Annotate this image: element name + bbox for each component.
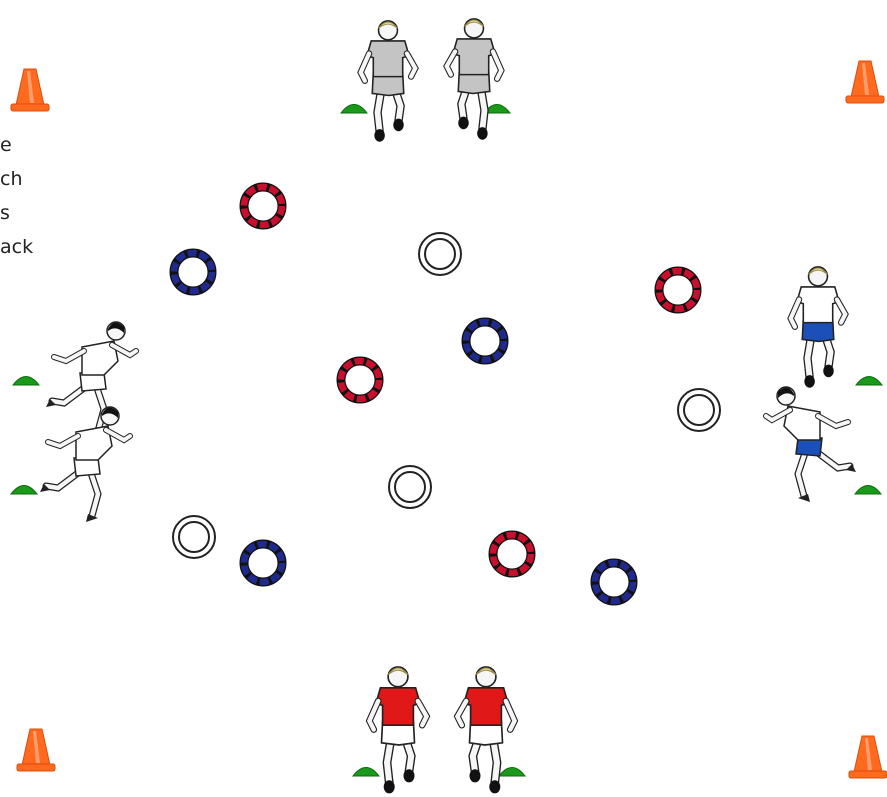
ring-white-icon	[419, 233, 461, 275]
marker-disc-icon	[855, 486, 881, 495]
marker-disc-icon	[499, 768, 525, 777]
traffic-cone-icon	[846, 61, 884, 103]
cones-layer	[11, 61, 887, 778]
marker-disc-icon	[341, 105, 367, 114]
player-team-white-left-1	[46, 322, 136, 437]
player-team-grey-top-2	[447, 19, 502, 140]
ring-red-icon	[493, 535, 531, 573]
marker-disc-icon	[13, 377, 39, 386]
ring-white-icon	[173, 516, 215, 558]
ring-white-icon	[678, 389, 720, 431]
marker-disc-icon	[856, 377, 882, 386]
traffic-cone-icon	[17, 729, 55, 771]
marker-disc-icon	[11, 486, 37, 495]
ring-red-icon	[341, 361, 379, 399]
ring-red-icon	[244, 187, 282, 225]
player-team-grey-top-1	[361, 21, 416, 142]
ring-blue-icon	[595, 563, 633, 601]
marker-disc-icon	[353, 768, 379, 777]
ring-red-icon	[659, 271, 697, 309]
players-layer	[40, 19, 856, 793]
traffic-cone-icon	[849, 736, 887, 778]
player-team-blue-right-2	[766, 387, 856, 502]
player-team-blue-right-1	[791, 267, 846, 388]
ring-blue-icon	[466, 322, 504, 360]
player-team-white-left-2	[40, 407, 130, 522]
traffic-cone-icon	[11, 69, 49, 111]
markers-layer	[11, 105, 882, 777]
ring-blue-icon	[244, 544, 282, 582]
rings-layer	[173, 187, 720, 601]
ring-blue-icon	[174, 253, 212, 291]
ring-white-icon	[389, 466, 431, 508]
